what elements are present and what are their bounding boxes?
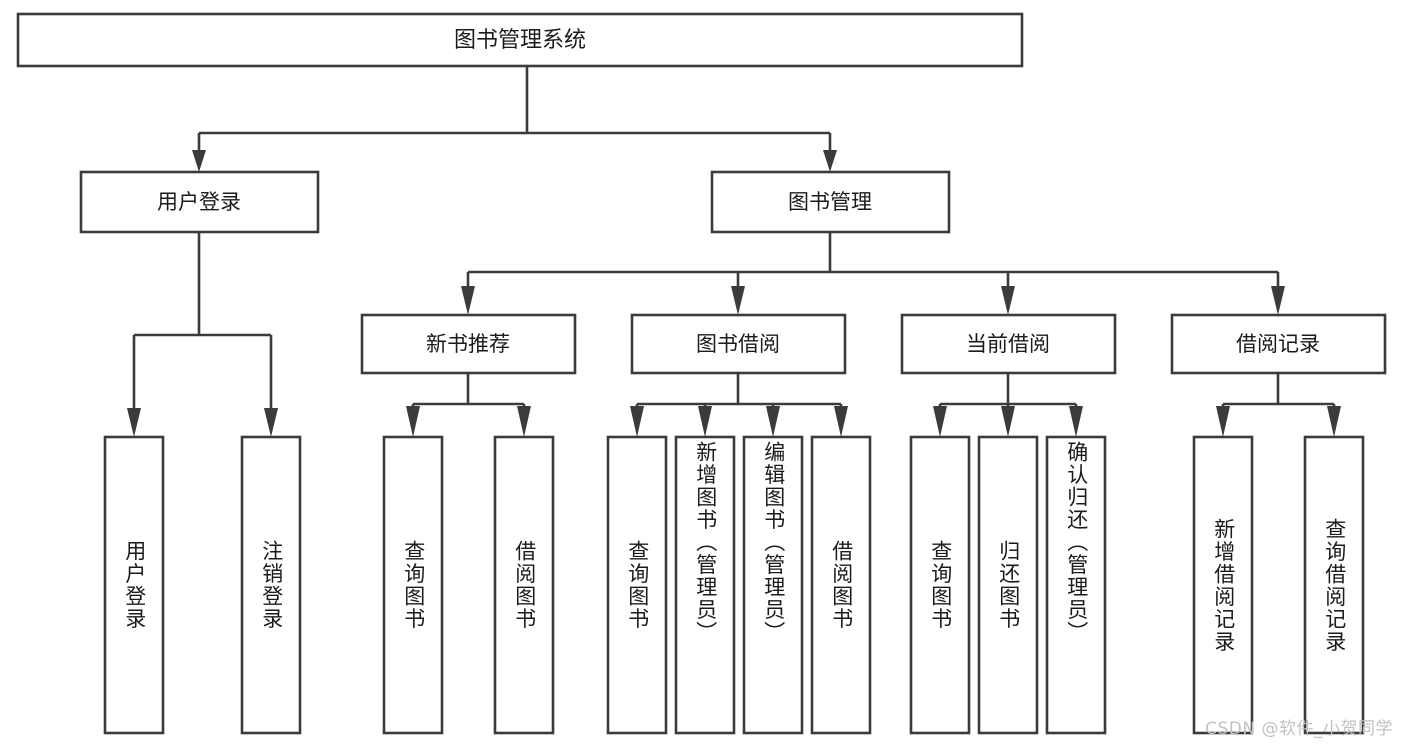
arrow-user-login-leaf-2 [264, 408, 278, 437]
leaf-box-current-borrow-3[interactable] [1045, 435, 1107, 735]
leaf-box-book-borrow-2[interactable] [674, 435, 736, 735]
arrow-root-to-user-login [192, 150, 206, 172]
leaf-box-borrow-record-1[interactable] [1192, 435, 1254, 735]
arrow-user-login-leaf-1 [127, 408, 141, 437]
arrow-to-new-book-recommend [461, 286, 475, 315]
leaf-box-user-login-1[interactable] [103, 435, 165, 735]
arrow-to-book-borrow [731, 286, 745, 315]
arrow-new-book-leaf-1 [406, 406, 420, 437]
arrow-to-current-borrow [1001, 286, 1015, 315]
arrow-book-borrow-leaf-4 [834, 406, 848, 437]
node-borrow-record-label: 借阅记录 [1236, 332, 1320, 356]
leaf-box-new-book-2[interactable] [493, 435, 555, 735]
leaf-box-book-borrow-4[interactable] [810, 435, 872, 735]
node-current-borrow-box[interactable] [900, 313, 1117, 375]
node-book-borrow-box[interactable] [630, 313, 847, 375]
arrow-borrow-record-leaf-2 [1327, 406, 1341, 437]
arrow-current-borrow-leaf-3 [1069, 406, 1083, 437]
leaf-box-current-borrow-2[interactable] [977, 435, 1039, 735]
node-book-manage-label: 图书管理 [788, 190, 872, 214]
leaf-box-current-borrow-1[interactable] [909, 435, 971, 735]
leaf-box-borrow-record-2[interactable] [1303, 435, 1365, 735]
arrow-book-borrow-leaf-1 [630, 406, 644, 437]
leaf-box-new-book-1[interactable] [382, 435, 444, 735]
leaf-box-user-login-2[interactable] [240, 435, 302, 735]
leaf-box-book-borrow-3[interactable] [742, 435, 804, 735]
node-book-borrow-label: 图书借阅 [696, 332, 780, 356]
arrow-current-borrow-leaf-1 [933, 406, 947, 437]
arrow-book-borrow-leaf-3 [766, 406, 780, 437]
arrow-new-book-leaf-2 [517, 406, 531, 437]
node-new-book-recommend-label: 新书推荐 [426, 332, 510, 356]
arrow-root-to-book-manage [823, 150, 837, 172]
node-current-borrow-label: 当前借阅 [966, 332, 1050, 356]
node-root-label: 图书管理系统 [454, 28, 586, 53]
node-root-box[interactable] [16, 12, 1024, 68]
node-user-login-label: 用户登录 [157, 190, 241, 214]
node-borrow-record-box[interactable] [1170, 313, 1387, 375]
leaf-box-book-borrow-1[interactable] [606, 435, 668, 735]
arrow-current-borrow-leaf-2 [1001, 406, 1015, 437]
node-book-manage-box[interactable] [710, 170, 951, 234]
node-new-book-recommend-box[interactable] [360, 313, 577, 375]
arrow-to-borrow-record [1271, 286, 1285, 315]
arrow-book-borrow-leaf-2 [698, 406, 712, 437]
arrow-borrow-record-leaf-1 [1216, 406, 1230, 437]
